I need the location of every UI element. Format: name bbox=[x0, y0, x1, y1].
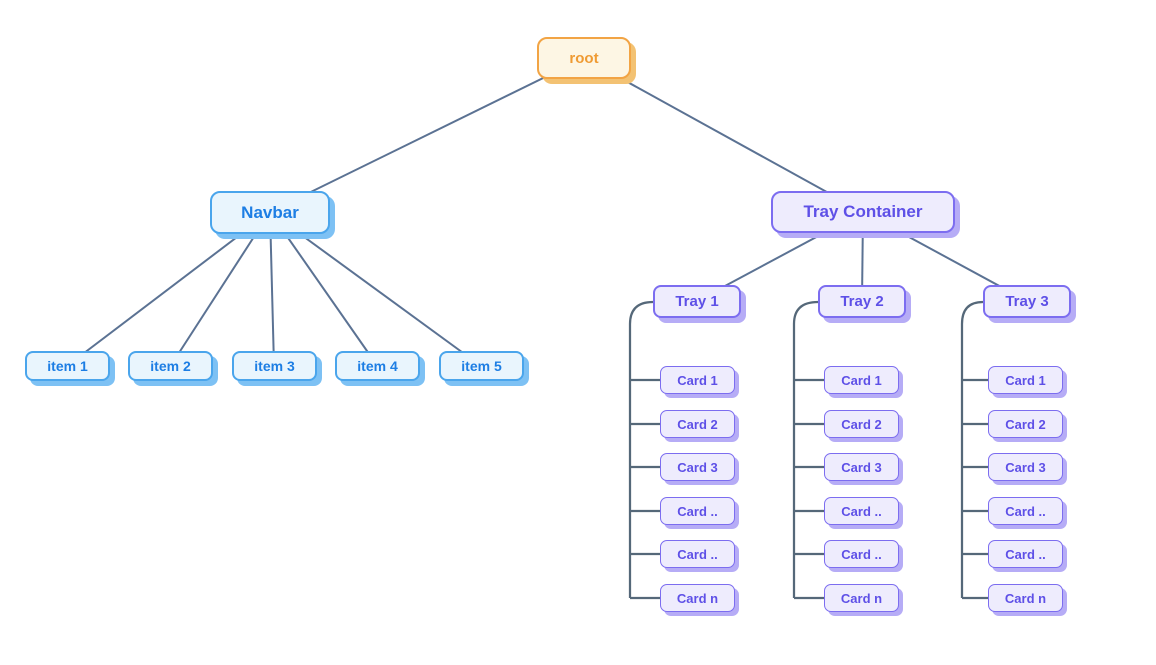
node-tray3-card-1[interactable]: Card 1 bbox=[988, 366, 1063, 394]
node-item-1[interactable]: item 1 bbox=[25, 351, 110, 381]
node-tray2-card-1[interactable]: Card 1 bbox=[824, 366, 899, 394]
node-tray1-card-n[interactable]: Card n bbox=[660, 584, 735, 612]
node-tray-3[interactable]: Tray 3 bbox=[983, 285, 1071, 318]
node-tray-2[interactable]: Tray 2 bbox=[818, 285, 906, 318]
edge-navbar-item4 bbox=[269, 211, 379, 367]
node-tray1-card-2[interactable]: Card 2 bbox=[660, 410, 735, 438]
node-item-5[interactable]: item 5 bbox=[439, 351, 524, 381]
node-navbar[interactable]: Navbar bbox=[210, 191, 330, 234]
edge-navbar-item2 bbox=[169, 211, 271, 367]
node-item-3[interactable]: item 3 bbox=[232, 351, 317, 381]
node-tray2-card-5[interactable]: Card .. bbox=[824, 540, 899, 568]
node-tray1-card-3[interactable]: Card 3 bbox=[660, 453, 735, 481]
edge-navbar-item3 bbox=[269, 211, 275, 367]
edge-root-navbar bbox=[269, 57, 585, 213]
edge-root-tray-container bbox=[583, 57, 864, 213]
node-tray3-card-n[interactable]: Card n bbox=[988, 584, 1063, 612]
trunk-tray3 bbox=[960, 300, 988, 600]
node-tray3-card-5[interactable]: Card .. bbox=[988, 540, 1063, 568]
trunk-tray2 bbox=[792, 300, 824, 600]
edge-navbar-item5 bbox=[269, 211, 482, 367]
node-tray1-card-1[interactable]: Card 1 bbox=[660, 366, 735, 394]
trunk-tray1 bbox=[628, 300, 660, 600]
node-tray1-card-4[interactable]: Card .. bbox=[660, 497, 735, 525]
node-tray3-card-3[interactable]: Card 3 bbox=[988, 453, 1063, 481]
node-item-2[interactable]: item 2 bbox=[128, 351, 213, 381]
node-root[interactable]: root bbox=[537, 37, 631, 79]
node-tray3-card-2[interactable]: Card 2 bbox=[988, 410, 1063, 438]
node-tray1-card-5[interactable]: Card .. bbox=[660, 540, 735, 568]
edge-navbar-item1 bbox=[66, 211, 271, 367]
node-tray-container[interactable]: Tray Container bbox=[771, 191, 955, 233]
node-tray3-card-4[interactable]: Card .. bbox=[988, 497, 1063, 525]
node-tray2-card-4[interactable]: Card .. bbox=[824, 497, 899, 525]
node-tray-1[interactable]: Tray 1 bbox=[653, 285, 741, 318]
node-tray2-card-n[interactable]: Card n bbox=[824, 584, 899, 612]
node-tray2-card-3[interactable]: Card 3 bbox=[824, 453, 899, 481]
node-tray2-card-2[interactable]: Card 2 bbox=[824, 410, 899, 438]
node-item-4[interactable]: item 4 bbox=[335, 351, 420, 381]
